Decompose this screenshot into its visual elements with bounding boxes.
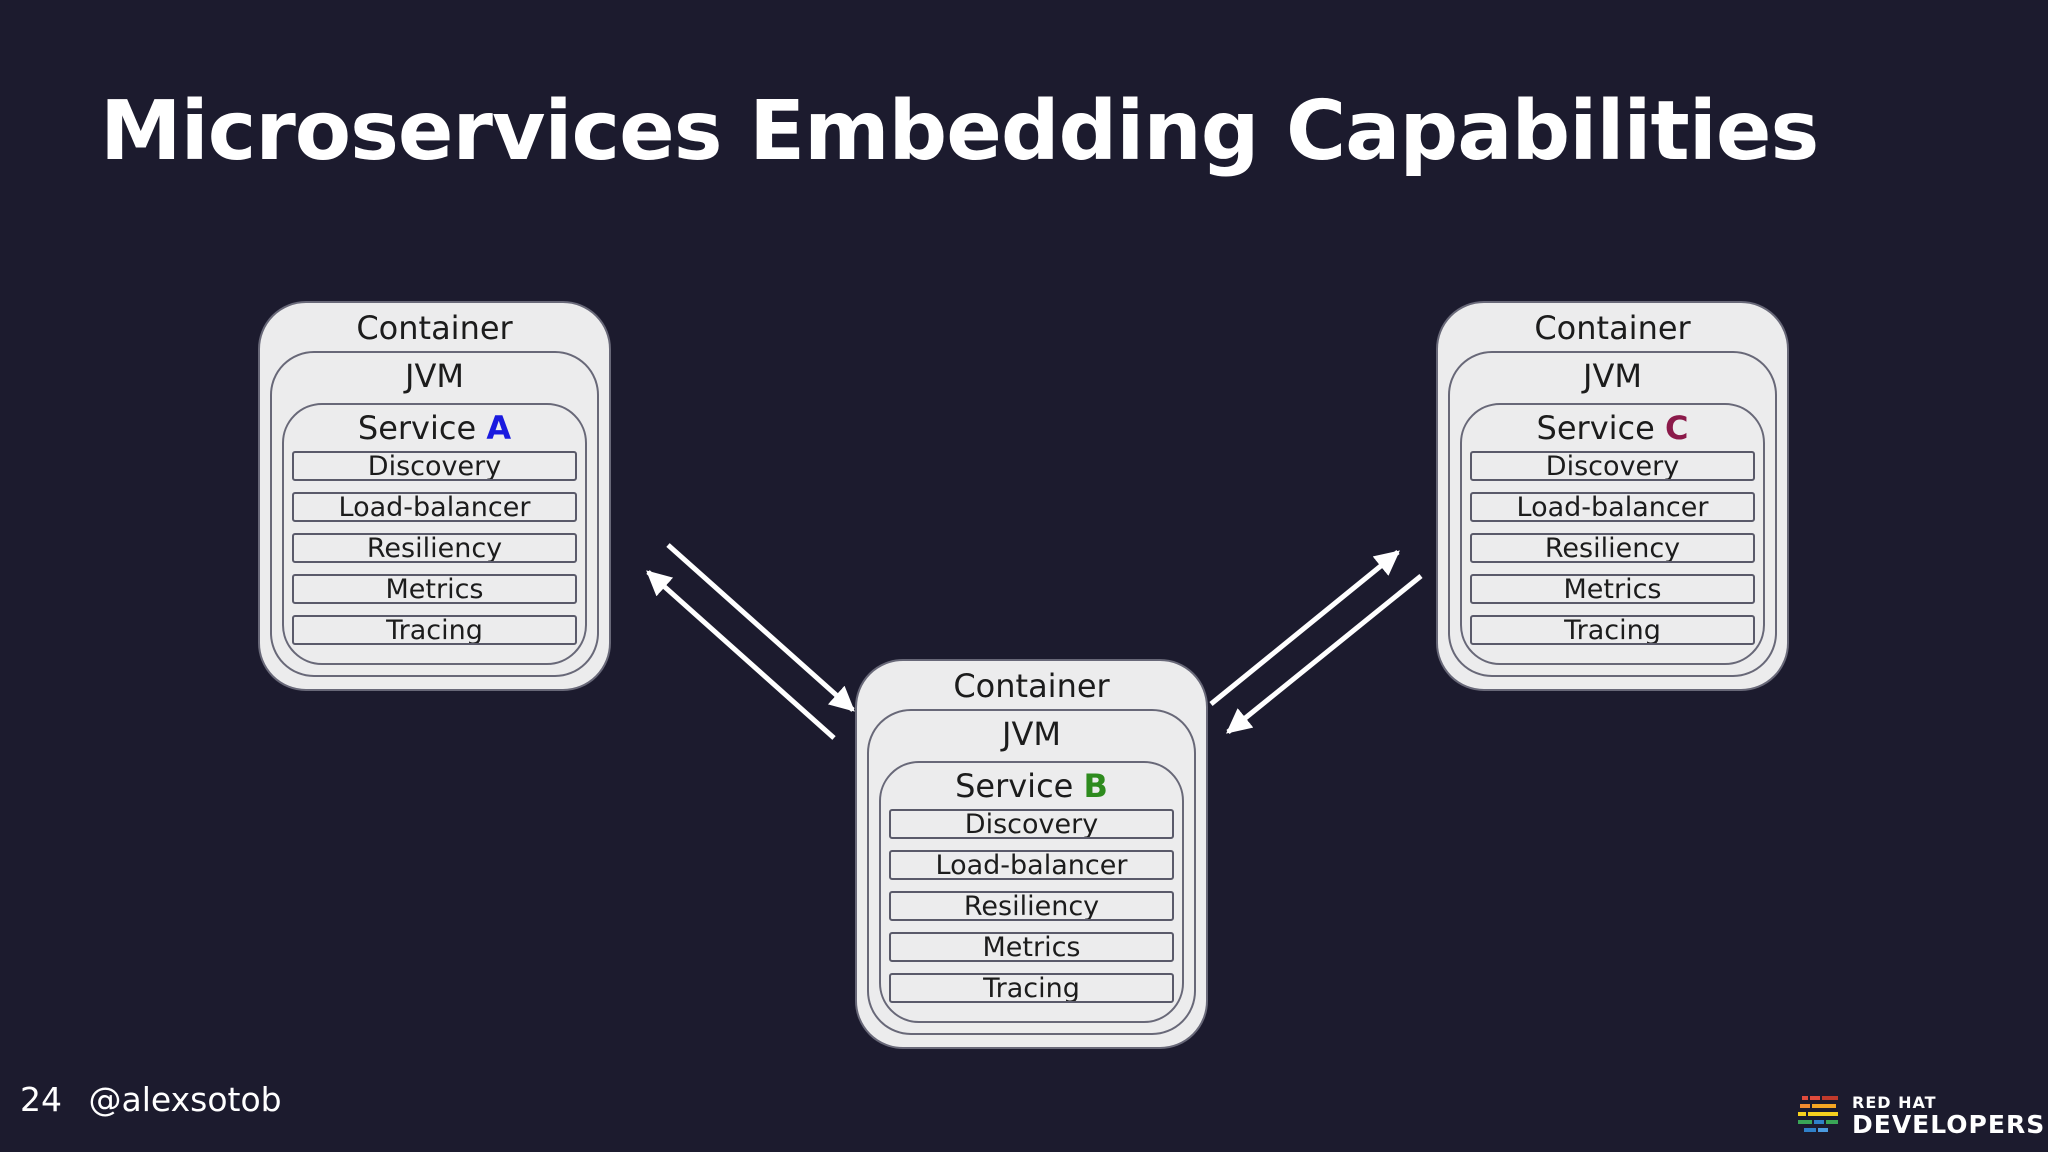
slide-footer: 24 @alexsotob <box>20 1080 282 1119</box>
container-label: Container <box>1534 309 1691 347</box>
arrow-b-to-a <box>646 570 836 740</box>
capability-metrics: Metrics <box>889 932 1174 962</box>
service-label: Service B <box>881 767 1182 805</box>
capability-tracing: Tracing <box>889 973 1174 1003</box>
capability-resiliency: Resiliency <box>292 533 577 563</box>
jvm-label: JVM <box>1002 715 1061 753</box>
jvm-box: JVM Service B Discovery Load-balancer Re… <box>867 709 1196 1035</box>
slide-title: Microservices Embedding Capabilities <box>100 84 1819 179</box>
service-letter: A <box>486 409 512 447</box>
capability-discovery: Discovery <box>292 451 577 481</box>
arrow-a-to-b <box>666 543 855 712</box>
arrow-c-to-b <box>1226 574 1423 734</box>
capability-load-balancer: Load-balancer <box>889 850 1174 880</box>
container-label: Container <box>356 309 513 347</box>
service-prefix: Service <box>357 409 477 447</box>
capability-metrics: Metrics <box>292 574 577 604</box>
service-label: Service A <box>284 409 585 447</box>
service-prefix: Service <box>1536 409 1655 447</box>
jvm-box: JVM Service A Discovery Load-balancer Re… <box>270 351 599 677</box>
capability-tracing: Tracing <box>1470 615 1755 645</box>
capability-discovery: Discovery <box>889 809 1174 839</box>
service-a-box: Service A Discovery Load-balancer Resili… <box>282 403 587 665</box>
logo-line-2: DEVELOPERS <box>1852 1110 2046 1139</box>
capability-list: Discovery Load-balancer Resiliency Metri… <box>292 451 577 656</box>
capability-load-balancer: Load-balancer <box>292 492 577 522</box>
capability-load-balancer: Load-balancer <box>1470 492 1755 522</box>
slide-number: 24 <box>20 1080 62 1119</box>
capability-list: Discovery Load-balancer Resiliency Metri… <box>889 809 1174 1014</box>
author-handle: @alexsotob <box>88 1080 282 1119</box>
capability-resiliency: Resiliency <box>1470 533 1755 563</box>
developers-logo-icon <box>1798 1096 1838 1132</box>
logo-text: RED HAT DEVELOPERS <box>1852 1094 2045 1138</box>
capability-resiliency: Resiliency <box>889 891 1174 921</box>
service-letter: C <box>1664 409 1689 447</box>
jvm-label: JVM <box>405 357 464 395</box>
service-c-box: Service C Discovery Load-balancer Resili… <box>1460 403 1765 665</box>
container-a: Container JVM Service A Discovery Load-b… <box>258 301 611 691</box>
service-b-box: Service B Discovery Load-balancer Resili… <box>879 761 1184 1023</box>
container-c: Container JVM Service C Discovery Load-b… <box>1436 301 1789 691</box>
jvm-label: JVM <box>1583 357 1642 395</box>
service-label: Service C <box>1462 409 1763 447</box>
red-hat-developers-logo: RED HAT DEVELOPERS <box>1796 1094 2044 1138</box>
logo-line-1: RED HAT <box>1852 1093 1937 1112</box>
capability-discovery: Discovery <box>1470 451 1755 481</box>
service-prefix: Service <box>955 767 1074 805</box>
capability-list: Discovery Load-balancer Resiliency Metri… <box>1470 451 1755 656</box>
jvm-box: JVM Service C Discovery Load-balancer Re… <box>1448 351 1777 677</box>
container-label: Container <box>953 667 1110 705</box>
container-b: Container JVM Service B Discovery Load-b… <box>855 659 1208 1049</box>
capability-tracing: Tracing <box>292 615 577 645</box>
service-letter: B <box>1083 767 1108 805</box>
arrow-b-to-c <box>1209 550 1400 706</box>
capability-metrics: Metrics <box>1470 574 1755 604</box>
